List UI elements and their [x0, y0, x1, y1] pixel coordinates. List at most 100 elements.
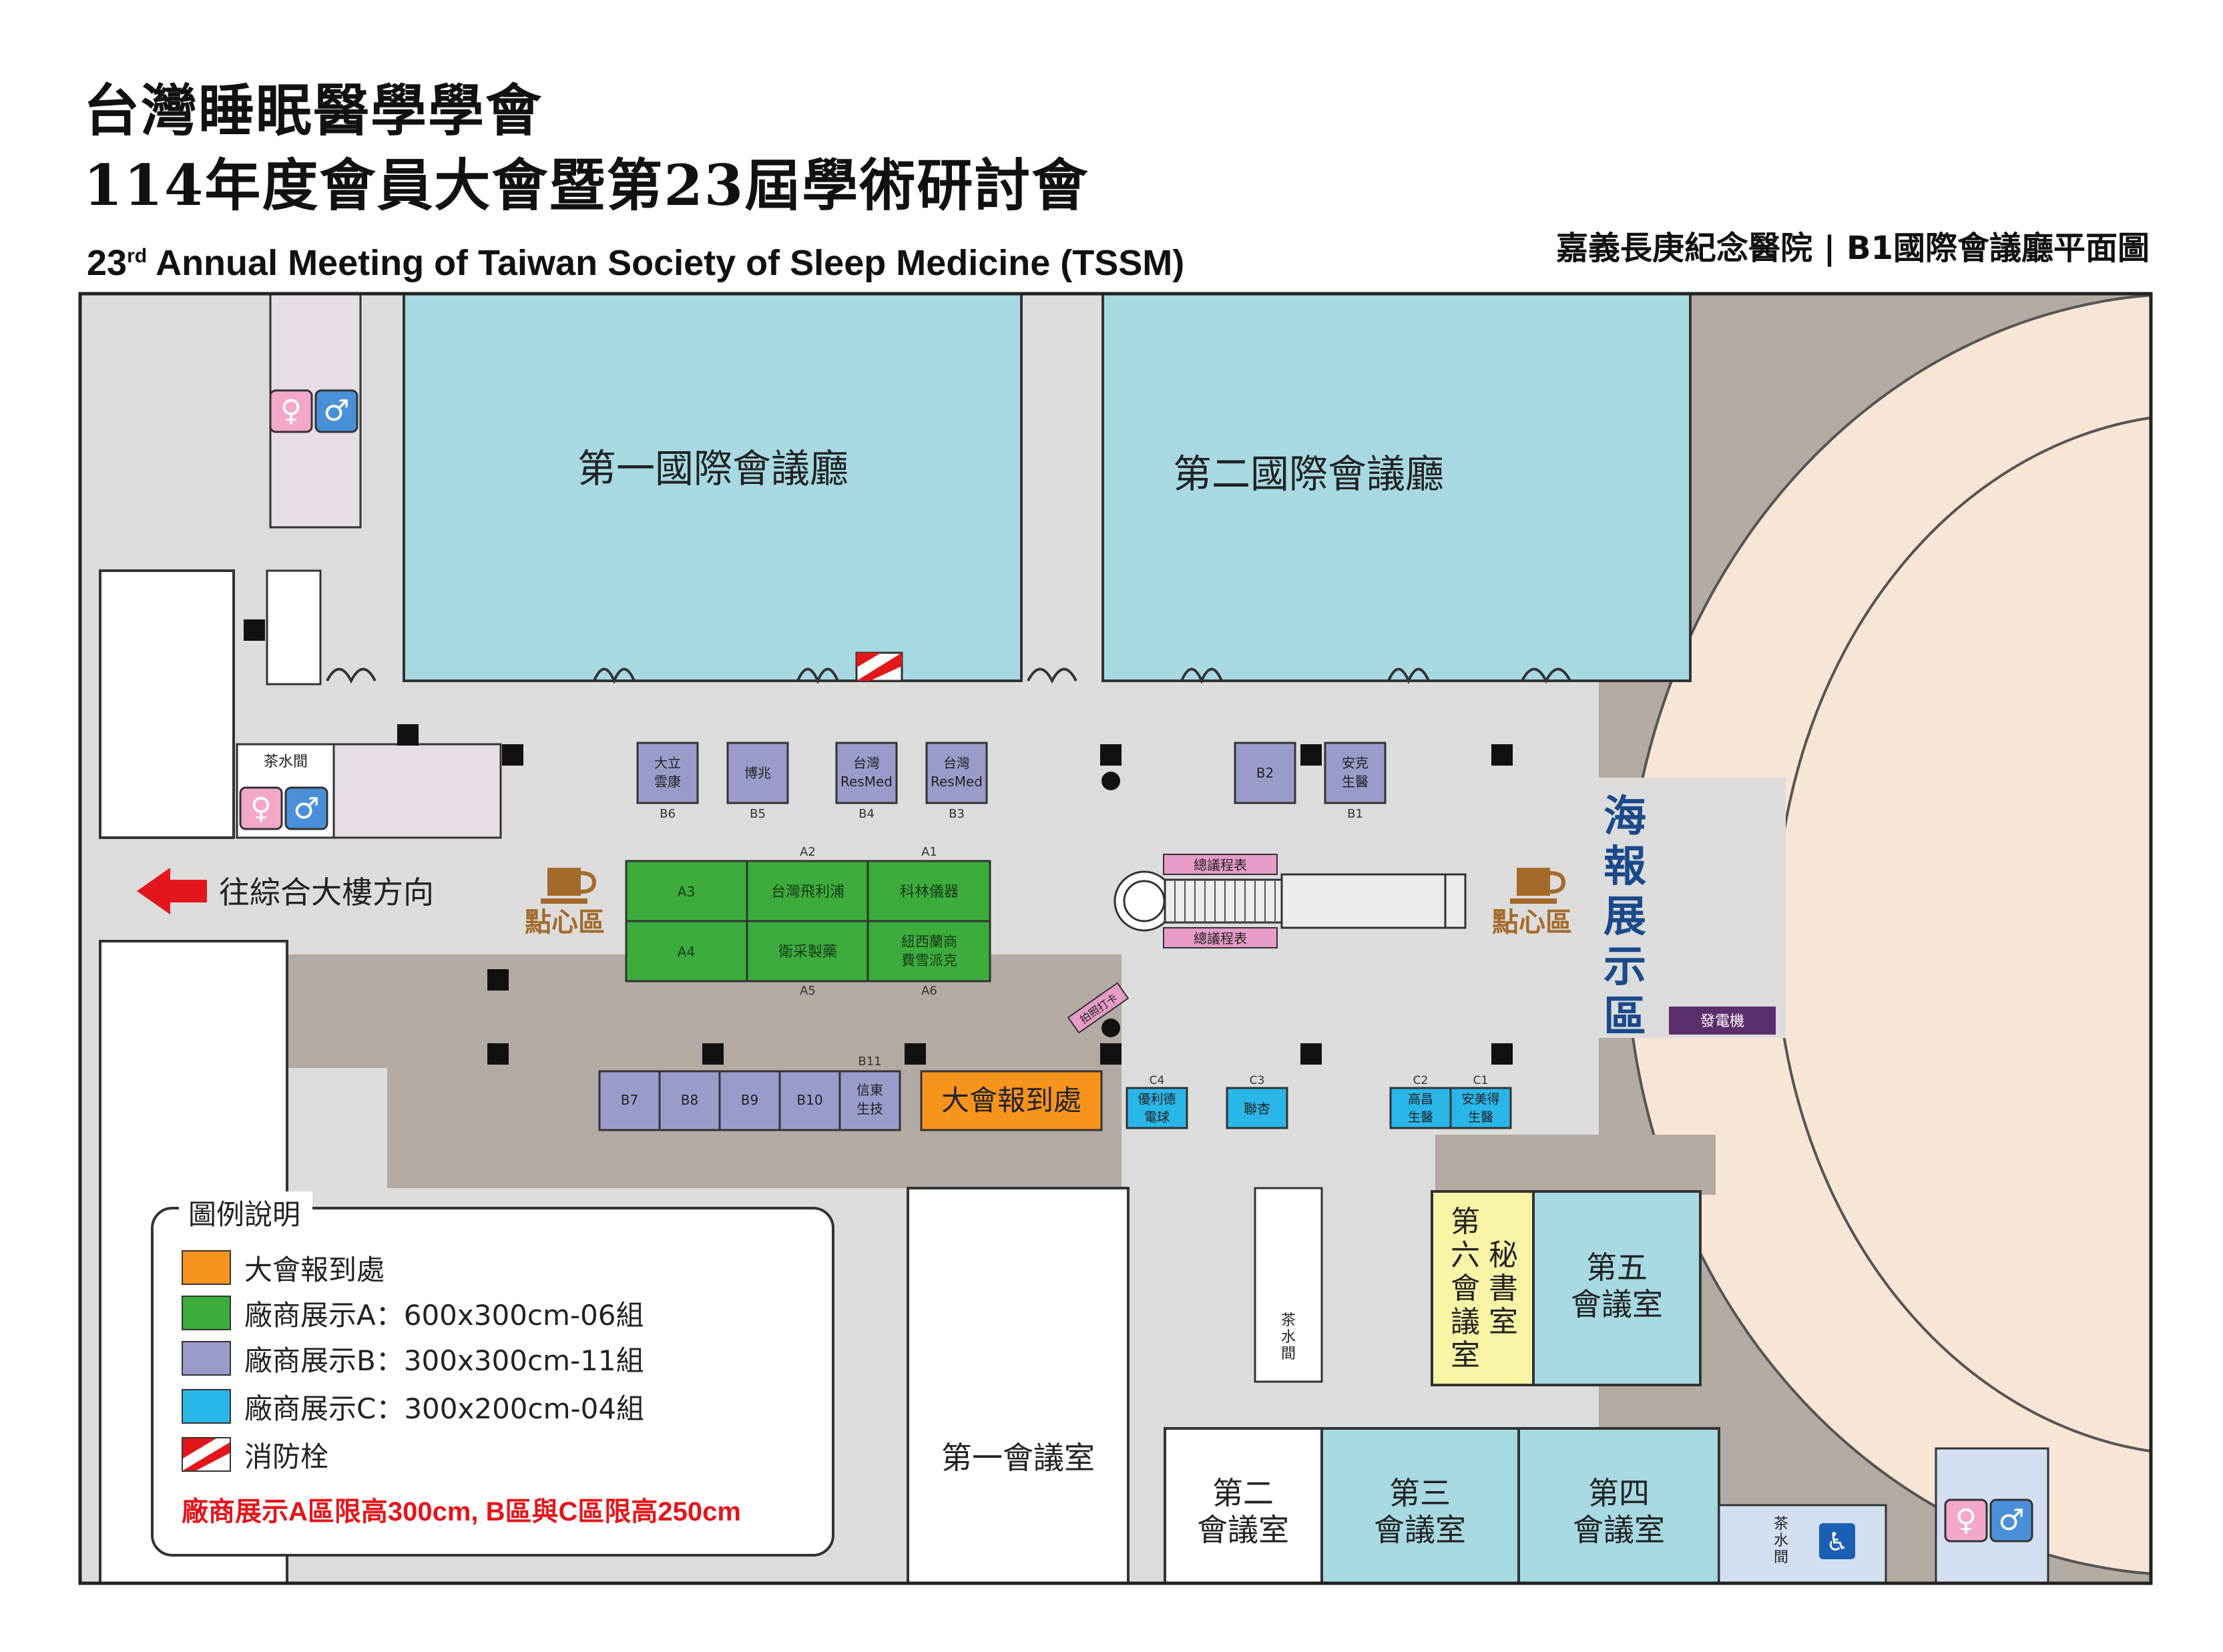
svg-text:海: 海	[1603, 792, 1646, 842]
svg-text:區: 區	[1603, 993, 1646, 1042]
poster-corridor	[1599, 778, 1786, 1038]
svg-text:♂: ♂	[323, 394, 349, 428]
wall-band-right	[1435, 1135, 1716, 1195]
svg-text:♀: ♀	[250, 792, 272, 826]
tea-room-mid-1: 茶	[1281, 1312, 1296, 1329]
female-restroom-icon	[269, 389, 313, 433]
room-3[interactable]	[1320, 1427, 1520, 1585]
svg-text:♂: ♂	[1998, 1503, 2024, 1537]
svg-text:聯杏: 聯杏	[1244, 1101, 1270, 1117]
booth-b5[interactable]: 博兆 B5	[726, 742, 789, 821]
booth-b4[interactable]: 台灣 ResMed B4	[835, 742, 898, 821]
booth-a2[interactable]: 台灣飛利浦	[771, 884, 844, 900]
booth-c2[interactable]: 高昌 生醫 C2	[1389, 1074, 1452, 1129]
room-3-label-1: 第三	[1389, 1475, 1451, 1511]
booth-a3[interactable]: A3	[678, 884, 695, 900]
venue-title: 嘉義長庚紀念醫院 | B1國際會議廳平面圖	[1556, 230, 2150, 267]
svg-text:B6: B6	[660, 807, 676, 821]
svg-text:C3: C3	[1250, 1074, 1265, 1087]
booth-b11-line2[interactable]: 生技	[856, 1101, 883, 1117]
room-1[interactable]	[907, 1187, 1130, 1585]
title-en-sup: rd	[127, 245, 148, 267]
booth-c1[interactable]: 安美得 生醫 C1	[1449, 1074, 1512, 1129]
booth-a6-line2[interactable]: 費雪派克	[901, 952, 957, 969]
legend-swatch-blue	[182, 1389, 231, 1424]
svg-text:第: 第	[1451, 1205, 1480, 1239]
svg-text:生醫: 生醫	[1408, 1110, 1433, 1125]
room-1-label: 第一會議室	[941, 1440, 1095, 1476]
room-4[interactable]	[1517, 1427, 1720, 1585]
legend-item-registration: 大會報到處	[182, 1248, 385, 1287]
legend-title: 圖例說明	[188, 1198, 301, 1231]
booth-b2[interactable]: B2	[1234, 742, 1296, 804]
booth-b11-line1[interactable]: 信東	[856, 1082, 883, 1098]
hall-1[interactable]	[403, 292, 1023, 682]
booth-a1[interactable]: 科林儀器	[900, 884, 959, 900]
registration-label: 大會報到處	[941, 1084, 1081, 1117]
room-4-label-1: 第四	[1588, 1475, 1650, 1511]
agenda-top-label: 總議程表	[1194, 857, 1247, 873]
svg-text:♿: ♿	[1826, 1527, 1848, 1557]
agenda-bottom-label: 總議程表	[1194, 930, 1247, 946]
tea-room-mid-3: 間	[1281, 1346, 1296, 1362]
agenda-board-top	[1163, 854, 1278, 875]
title-zh-line2: 114年度會員大會暨第23屆學術研討會	[83, 152, 1089, 218]
male-restroom-icon	[314, 389, 358, 433]
svg-text:議: 議	[1451, 1305, 1480, 1339]
direction-label: 往綜合大樓方向	[219, 874, 434, 910]
booth-b9[interactable]: B9	[741, 1092, 758, 1108]
svg-text:六: 六	[1451, 1238, 1480, 1272]
booth-a-block	[625, 860, 991, 983]
svg-text:室: 室	[1451, 1338, 1480, 1372]
title-en-num: 23	[87, 243, 128, 283]
svg-text:台灣: 台灣	[853, 755, 880, 771]
booth-a4[interactable]: A4	[678, 944, 695, 960]
booth-a5[interactable]: 衛采製藥	[778, 944, 837, 960]
booth-b10[interactable]: B10	[796, 1092, 822, 1108]
direction-arrow-icon	[137, 868, 207, 914]
legend-swatch-purple	[182, 1341, 231, 1376]
booth-b3[interactable]: 台灣 ResMed B3	[925, 742, 988, 821]
booth-a1-id: A1	[921, 845, 937, 859]
male-restroom-icon-right	[1989, 1498, 2033, 1543]
booth-b1[interactable]: 安克 生醫 B1	[1324, 742, 1387, 821]
svg-text:高昌: 高昌	[1408, 1092, 1433, 1107]
title-en: 23rd Annual Meeting of Taiwan Society of…	[87, 235, 1184, 284]
booth-b6[interactable]: 大立 雲康 B6	[636, 742, 699, 821]
booth-c3[interactable]: 聯杏 C3	[1226, 1074, 1288, 1129]
wheelchair-icon	[1819, 1523, 1855, 1559]
registration-desk[interactable]	[920, 1070, 1103, 1131]
svg-text:B4: B4	[858, 807, 875, 821]
tea-room-mid-2: 水	[1281, 1329, 1296, 1346]
booth-b8[interactable]: B8	[681, 1092, 698, 1108]
booth-b7[interactable]: B7	[621, 1092, 638, 1108]
room-2-label-2: 會議室	[1197, 1512, 1289, 1548]
snack-area-right-label: 點心區	[1492, 907, 1572, 938]
svg-text:C4: C4	[1150, 1074, 1165, 1087]
svg-text:安克: 安克	[1342, 755, 1369, 771]
fire-hydrant-icon	[855, 651, 903, 682]
hall-2[interactable]	[1101, 292, 1692, 682]
svg-text:報: 報	[1603, 842, 1646, 892]
room-5[interactable]	[1532, 1190, 1702, 1386]
booth-a6-id: A6	[921, 984, 937, 998]
poster-area-label: 海 報 展 示 區	[1603, 792, 1646, 1042]
title-zh-line1: 台灣睡眠醫學學會	[83, 77, 543, 144]
booth-c4[interactable]: 優利德 電球 C4	[1126, 1074, 1188, 1129]
svg-text:♂: ♂	[293, 792, 319, 826]
room-5-label-2: 會議室	[1571, 1286, 1663, 1322]
legend-swatch-green	[182, 1296, 231, 1330]
restroom-left	[332, 743, 502, 839]
tea-room-right-1: 茶	[1774, 1516, 1788, 1533]
generator	[1669, 1007, 1776, 1035]
tea-room-mid	[1254, 1187, 1323, 1383]
room-6-secretariat[interactable]	[1431, 1190, 1535, 1386]
legend-box	[151, 1207, 834, 1557]
snack-area-left-label: 點心區	[525, 907, 605, 938]
svg-text:C1: C1	[1473, 1074, 1489, 1087]
legend-item-booth-b: 廠商展示B：300x300cm-11組	[182, 1339, 644, 1378]
booth-a6-line1[interactable]: 紐西蘭商	[901, 934, 957, 950]
svg-text:生醫: 生醫	[1342, 774, 1369, 790]
male-restroom-icon-left	[284, 786, 328, 830]
